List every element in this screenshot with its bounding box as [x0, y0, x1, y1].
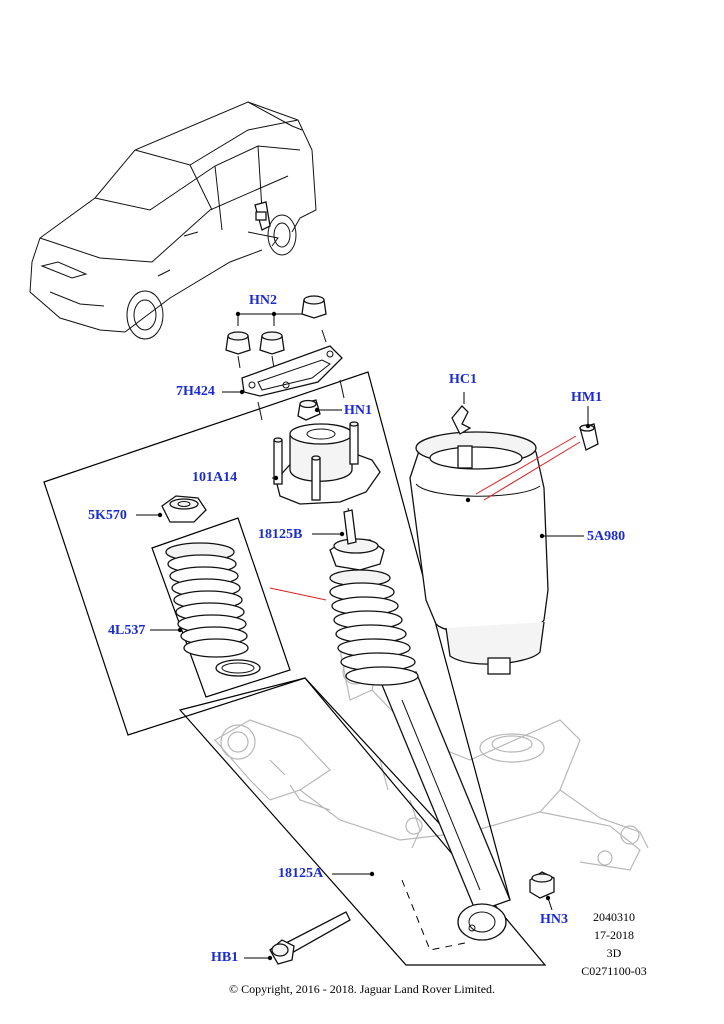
- callout-4l537[interactable]: 4L537: [108, 623, 146, 638]
- callout-5k570[interactable]: 5K570: [88, 508, 127, 523]
- valve-hm1: [579, 406, 599, 451]
- drawing-reference: C0271100-03: [581, 964, 647, 978]
- callout-5a980[interactable]: 5A980: [587, 529, 626, 544]
- hm1-connection-line-b: [483, 441, 581, 501]
- bolt-hb1: [244, 911, 351, 965]
- callout-hn3[interactable]: HN3: [540, 912, 568, 927]
- callout-hn1[interactable]: HN1: [344, 403, 372, 418]
- copyright-notice: © Copyright, 2016 - 2018. Jaguar Land Ro…: [228, 982, 496, 996]
- drawing-date: 17-2018: [594, 928, 634, 942]
- top-mount-101a14: [272, 421, 381, 529]
- hm1-connection-line-a: [475, 435, 577, 495]
- callout-hm1[interactable]: HM1: [571, 390, 603, 405]
- drawing-code: 2040310: [593, 910, 635, 924]
- clip-hc1: [451, 392, 472, 435]
- vehicle-outline: [29, 101, 317, 340]
- damper-18125a: [329, 569, 511, 951]
- callout-18125b[interactable]: 18125B: [258, 527, 303, 542]
- nut-hn3: [529, 871, 555, 911]
- callout-hb1[interactable]: HB1: [211, 950, 239, 965]
- callout-7h424[interactable]: 7H424: [176, 384, 215, 399]
- callout-hn2[interactable]: HN2: [249, 293, 277, 308]
- callout-101a14[interactable]: 101A14: [192, 470, 238, 485]
- callout-hc1[interactable]: HC1: [449, 372, 477, 387]
- hn2-nuts: [225, 295, 327, 369]
- nut-5k570: [136, 495, 207, 523]
- drawing-view: 3D: [606, 946, 622, 960]
- air-spring-5a980: [409, 431, 584, 675]
- gasket-7h424: [222, 345, 345, 421]
- lower-kit-frame: [178, 677, 547, 966]
- nut-18125b: [312, 509, 385, 571]
- hn1-nut: [297, 399, 342, 421]
- bellows-connection-line: [269, 587, 327, 601]
- callout-18125a[interactable]: 18125A: [278, 866, 324, 881]
- upper-kit-frame: [43, 371, 511, 901]
- bellows-4l537: [150, 542, 261, 677]
